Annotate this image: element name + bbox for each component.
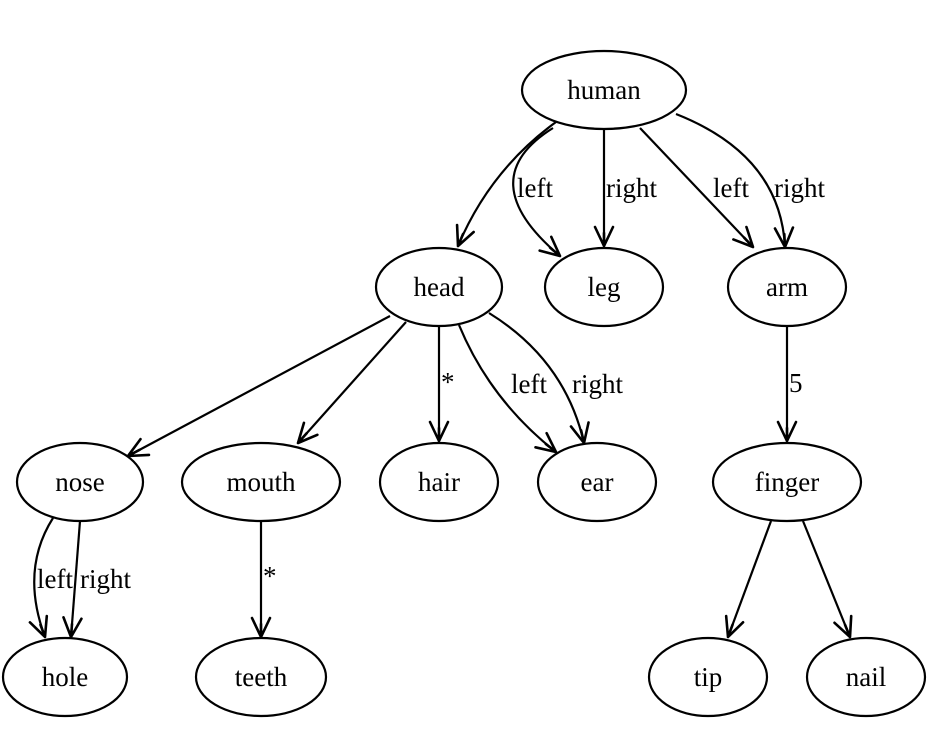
edge-label: left xyxy=(511,369,547,399)
edge-label: left xyxy=(517,173,553,203)
node-tip: tip xyxy=(647,636,769,718)
edge-label: * xyxy=(263,561,277,591)
node-label: nose xyxy=(55,467,105,497)
edge-head-hair: * xyxy=(428,327,455,443)
edge-head-ear: left xyxy=(457,324,558,454)
node-label: finger xyxy=(755,467,819,497)
edge-label: right xyxy=(572,369,623,399)
node-leg: leg xyxy=(543,246,665,328)
node-arm: arm xyxy=(726,246,848,328)
node-ear: ear xyxy=(536,441,658,523)
node-label: hole xyxy=(42,662,89,692)
node-label: head xyxy=(414,272,465,302)
nodes-layer: human head leg arm nose mouth hair ear finger hol… xyxy=(1,49,927,718)
edge-head-nose xyxy=(126,315,391,458)
node-hole: hole xyxy=(1,636,129,718)
edge-label: * xyxy=(441,367,455,397)
node-finger: finger xyxy=(711,441,863,523)
node-label: arm xyxy=(766,272,808,302)
edge-finger-tip xyxy=(724,520,773,639)
edge-nose-hole: right xyxy=(62,520,131,639)
node-label: hair xyxy=(418,467,460,497)
node-label: mouth xyxy=(226,467,296,497)
edge-label: right xyxy=(606,173,657,203)
edge-label: right xyxy=(80,564,131,594)
node-label: ear xyxy=(581,467,614,497)
edge-head-mouth xyxy=(296,321,407,445)
node-mouth: mouth xyxy=(180,441,342,523)
node-nose: nose xyxy=(15,441,145,523)
node-label: leg xyxy=(588,272,621,302)
edge-arm-finger: 5 xyxy=(776,327,803,443)
node-label: nail xyxy=(846,662,887,692)
edge-human-head xyxy=(455,121,557,248)
edge-finger-nail xyxy=(801,520,853,639)
node-label: tip xyxy=(694,662,723,692)
edge-mouth-teeth: * xyxy=(250,521,277,639)
edge-head-ear: right xyxy=(488,312,623,445)
edge-label: left xyxy=(37,564,73,594)
node-head: head xyxy=(374,246,504,328)
edge-human-leg: left xyxy=(512,127,562,258)
node-teeth: teeth xyxy=(194,636,328,718)
edge-label: right xyxy=(774,173,825,203)
node-human: human xyxy=(520,49,688,131)
node-nail: nail xyxy=(805,636,927,718)
node-label: teeth xyxy=(235,662,288,692)
edge-human-arm: left xyxy=(639,127,755,249)
node-label: human xyxy=(567,75,641,105)
edge-label: left xyxy=(713,173,749,203)
edge-nose-hole: left xyxy=(28,517,73,639)
edge-human-arm: right xyxy=(675,112,825,249)
edge-label: 5 xyxy=(789,368,803,398)
edge-human-leg: right xyxy=(593,130,657,248)
node-hair: hair xyxy=(378,441,500,523)
